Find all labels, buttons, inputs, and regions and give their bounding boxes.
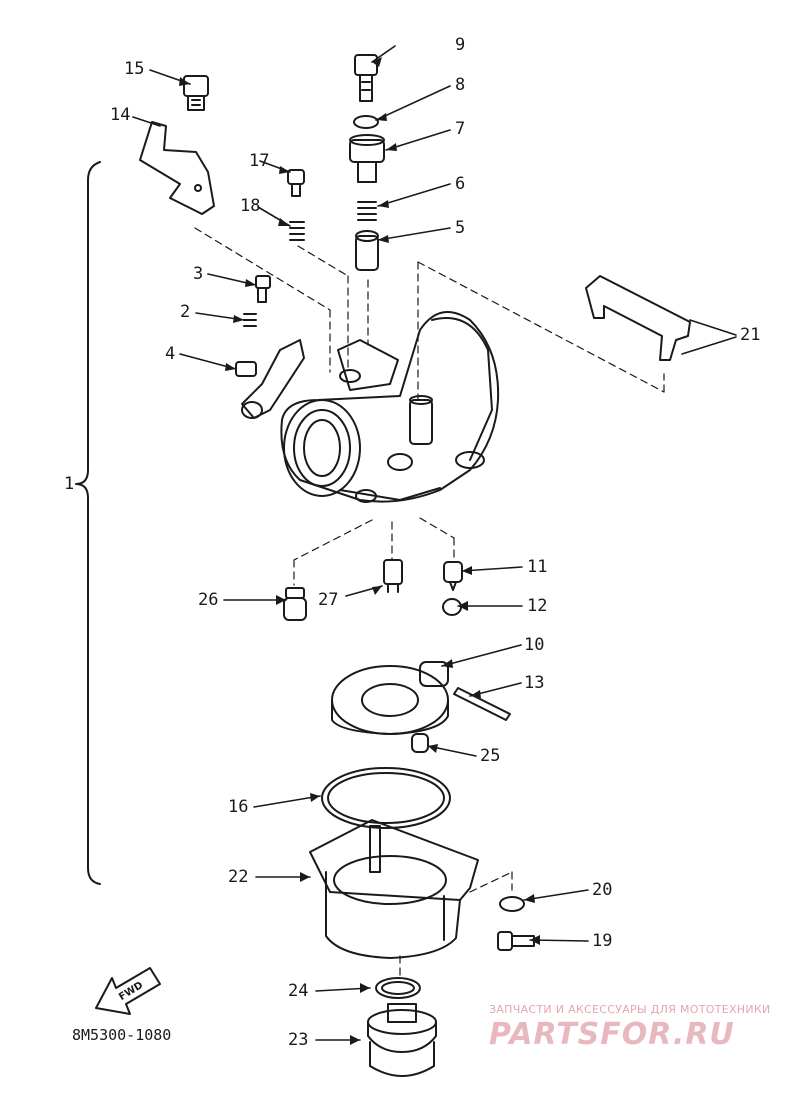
part-label-1: 1 bbox=[64, 474, 75, 494]
part-label-27: 27 bbox=[318, 590, 339, 610]
part-label-11: 11 bbox=[527, 557, 548, 577]
pin-part-13 bbox=[453, 687, 511, 721]
nut-part-8 bbox=[353, 115, 379, 129]
oring-part-24 bbox=[375, 977, 421, 999]
jet-part-26 bbox=[283, 587, 307, 621]
part-label-25: 25 bbox=[480, 746, 501, 766]
part-label-5: 5 bbox=[455, 218, 466, 238]
float-part-10 bbox=[331, 661, 449, 735]
slide-part-5 bbox=[355, 230, 379, 271]
part-label-12: 12 bbox=[527, 596, 548, 616]
fitting-part-7 bbox=[349, 134, 385, 183]
spring-part-18 bbox=[289, 221, 305, 241]
screw-part-3 bbox=[255, 275, 271, 303]
part-label-15: 15 bbox=[124, 59, 145, 79]
plug-part-23 bbox=[367, 1003, 437, 1077]
bolt-part-15 bbox=[183, 75, 209, 111]
part-label-14: 14 bbox=[110, 105, 131, 125]
arrowheads bbox=[179, 57, 540, 1045]
part-label-24: 24 bbox=[288, 981, 309, 1001]
part-label-18: 18 bbox=[240, 196, 261, 216]
screw-part-4 bbox=[235, 361, 257, 377]
part-label-4: 4 bbox=[165, 344, 176, 364]
jet-part-27 bbox=[383, 559, 403, 593]
part-label-10: 10 bbox=[524, 635, 545, 655]
part-label-19: 19 bbox=[592, 931, 613, 951]
float-bowl-part-22 bbox=[309, 819, 479, 959]
screw-part-9 bbox=[354, 54, 378, 102]
bolt-part-19 bbox=[497, 931, 535, 951]
drawing-code: 8M5300-1080 bbox=[72, 1026, 172, 1044]
spring-part-6 bbox=[357, 201, 377, 221]
valve-part-11 bbox=[443, 561, 463, 591]
fwd-arrow-icon bbox=[95, 967, 161, 1015]
cap-part-25 bbox=[411, 733, 429, 753]
part-label-21: 21 bbox=[740, 325, 761, 345]
part-label-3: 3 bbox=[193, 264, 204, 284]
part-label-17: 17 bbox=[249, 151, 270, 171]
watermark-logo: PARTSFOR.RU bbox=[489, 1017, 735, 1052]
part-label-23: 23 bbox=[288, 1030, 309, 1050]
washer-part-20 bbox=[499, 896, 525, 912]
gasket-part-16 bbox=[321, 767, 451, 829]
part-label-6: 6 bbox=[455, 174, 466, 194]
dashed-guides bbox=[194, 227, 665, 976]
screw-part-17 bbox=[287, 169, 305, 197]
part-label-16: 16 bbox=[228, 797, 249, 817]
part-label-2: 2 bbox=[180, 302, 191, 322]
part-label-9: 9 bbox=[455, 35, 466, 55]
leader-lines bbox=[132, 45, 737, 1041]
part-label-13: 13 bbox=[524, 673, 545, 693]
choke-lever-part-21 bbox=[585, 275, 691, 361]
part-label-22: 22 bbox=[228, 867, 249, 887]
part-label-8: 8 bbox=[455, 75, 466, 95]
assembly-bracket bbox=[75, 161, 101, 885]
part-label-26: 26 bbox=[198, 590, 219, 610]
spring-part-2 bbox=[243, 313, 257, 327]
part-label-7: 7 bbox=[455, 119, 466, 139]
cable-bracket-part-14 bbox=[139, 121, 215, 215]
part-label-20: 20 bbox=[592, 880, 613, 900]
watermark-tagline: ЗАПЧАСТИ И АКСЕССУАРЫ ДЛЯ МОТОТЕХНИКИ bbox=[489, 1003, 771, 1016]
carburetor-body bbox=[241, 311, 500, 503]
seat-part-12 bbox=[442, 598, 462, 616]
